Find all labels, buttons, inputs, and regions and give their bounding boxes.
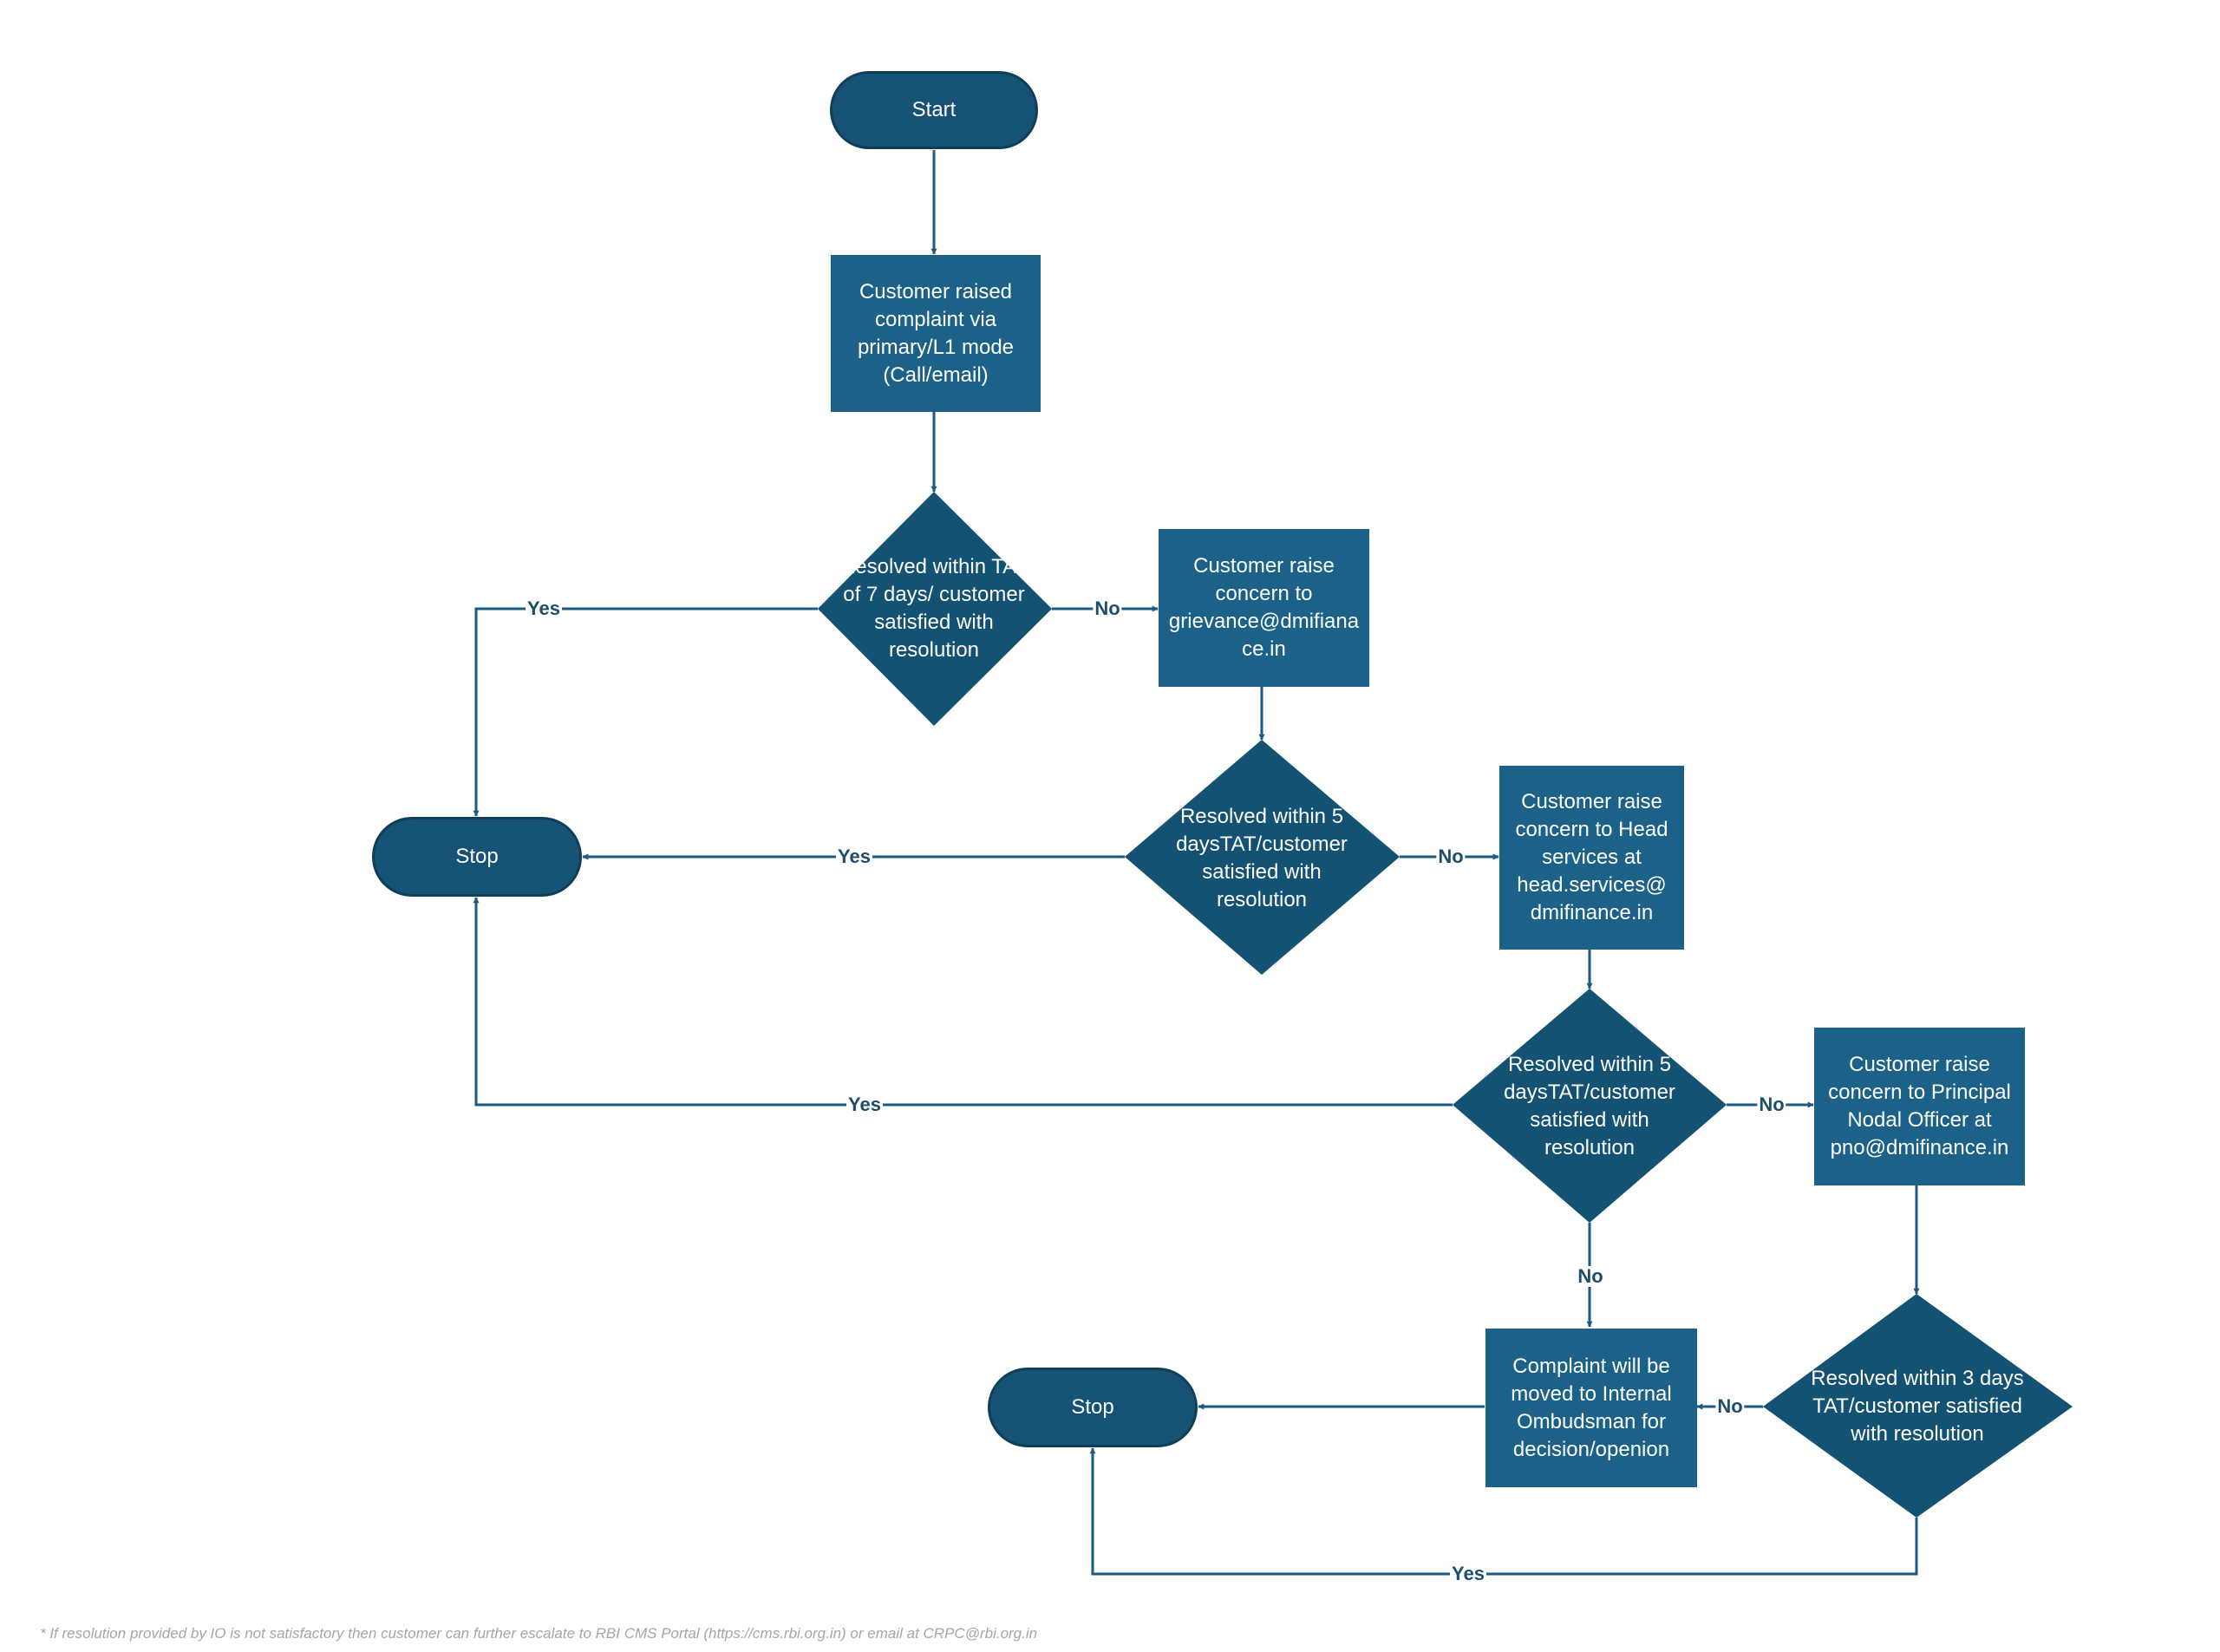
raise-complaint-text: Customer raised complaint via primary/L1… xyxy=(857,279,1015,387)
internal-ombudsman-text: Complaint will be moved to Internal Ombu… xyxy=(1511,1354,1672,1461)
internal-ombudsman-box: Complaint will be moved to Internal Ombu… xyxy=(1485,1329,1697,1487)
grievance-email-box: Customer raise concern to grievance@dmif… xyxy=(1159,529,1369,687)
decision-1-yes-label: Yes xyxy=(526,597,562,619)
decision-3-text: Resolved within 5 daysTAT/customer satis… xyxy=(1504,1053,1675,1159)
stop-label: Stop xyxy=(455,845,499,868)
head-services-box: Customer raise concern to Head services … xyxy=(1499,766,1684,950)
stop-label: Stop xyxy=(1071,1395,1114,1419)
footnote: * If resolution provided by IO is not sa… xyxy=(40,1625,1038,1642)
decision-1-text: Resolved within TAT of 7 days/ customer … xyxy=(839,555,1028,662)
decision-2-yes-label: Yes xyxy=(836,846,872,867)
principal-nodal-officer-text: Customer raise concern to Principal Noda… xyxy=(1828,1053,2011,1159)
edge-decision-1-yes xyxy=(473,607,818,817)
edge-decision-4-yes xyxy=(1089,1447,1918,1576)
raise-complaint-box: Customer raised complaint via primary/L1… xyxy=(831,255,1041,412)
start-label: Start xyxy=(911,98,957,121)
decision-1-no-label: No xyxy=(1093,597,1122,619)
decision-4-no-label: No xyxy=(1715,1395,1745,1417)
start-terminal: Start xyxy=(830,71,1038,149)
principal-nodal-officer-box: Customer raise concern to Principal Noda… xyxy=(1814,1028,2025,1185)
decision-3-no-right-label: No xyxy=(1757,1094,1786,1115)
stop-terminal-1: Stop xyxy=(372,817,582,897)
decision-4-text: Resolved within 3 days TAT/customer sati… xyxy=(1811,1367,2024,1446)
decision-3-diamond xyxy=(1453,989,1727,1223)
decision-4-yes-label: Yes xyxy=(1450,1563,1486,1584)
grievance-email-text: Customer raise concern to grievance@dmif… xyxy=(1168,554,1360,661)
edge-decision-3-yes xyxy=(473,897,1453,1107)
decision-2-text: Resolved within 5 daysTAT/customer satis… xyxy=(1176,805,1348,911)
decision-2-no-label: No xyxy=(1436,846,1466,867)
decision-1-diamond xyxy=(818,492,1052,726)
head-services-text: Customer raise concern to Head services … xyxy=(1515,790,1668,924)
decision-4-diamond xyxy=(1763,1294,2073,1518)
decision-2-diamond xyxy=(1125,740,1400,975)
decision-3-yes-label: Yes xyxy=(846,1094,883,1115)
stop-terminal-2: Stop xyxy=(988,1368,1198,1447)
decision-3-no-down-label: No xyxy=(1576,1265,1605,1287)
